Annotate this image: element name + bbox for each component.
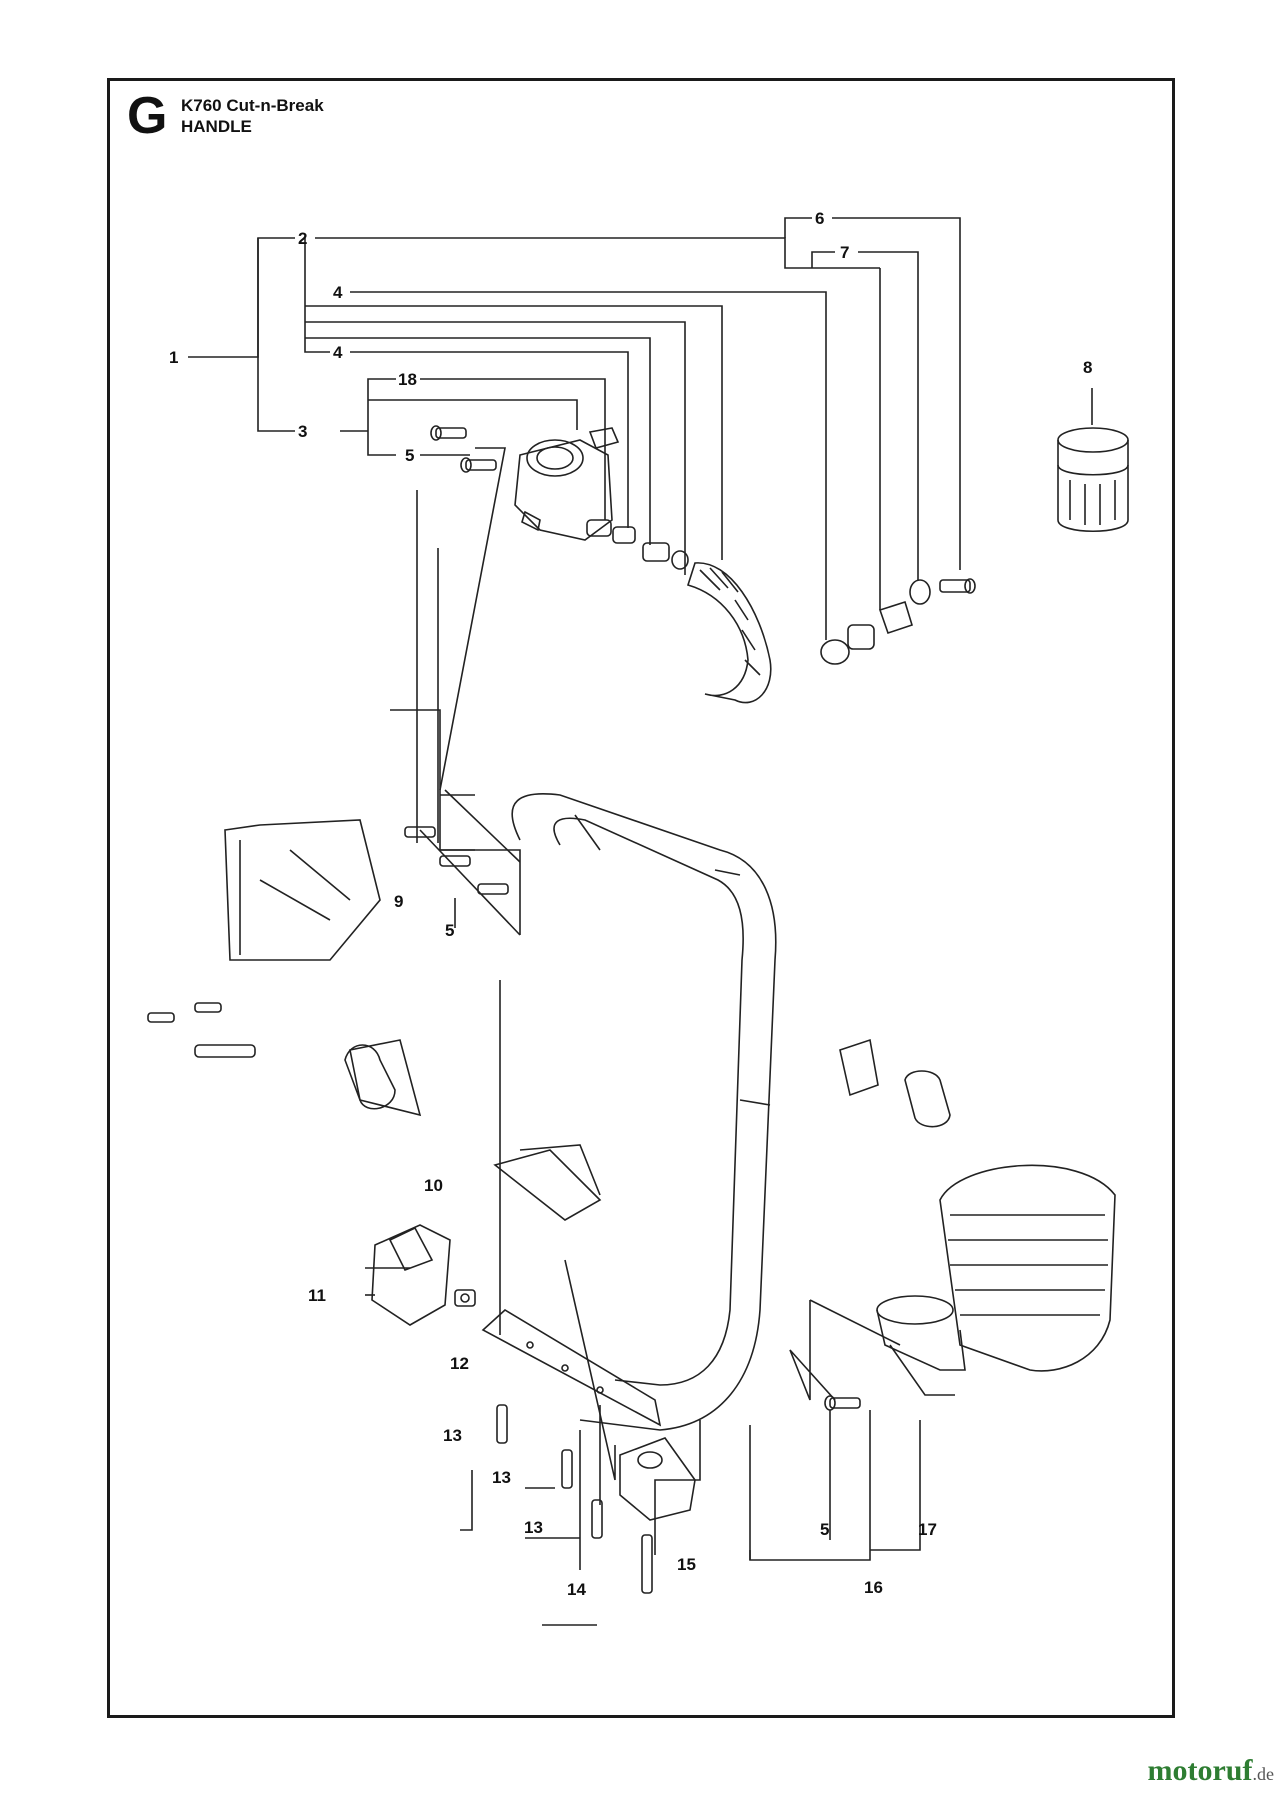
callout-4a: 4 [333,283,343,302]
anti-vibration-spring-right [839,1038,951,1128]
callout-10: 10 [424,1176,443,1195]
callout-11: 11 [308,1286,326,1305]
handle-support-10 [493,1144,602,1221]
watermark: motoruf.de [1148,1754,1274,1788]
callout-3: 3 [298,422,307,441]
vibration-damper-11 [371,1224,451,1326]
diagram-title: K760 Cut-n-Break HANDLE [181,95,324,137]
screw-pair-top [430,425,497,473]
callout-5a: 5 [405,446,414,465]
watermark-tld: .de [1252,1764,1275,1784]
front-handle-bar [511,793,777,1431]
callout-8: 8 [1083,358,1092,377]
callout-16: 16 [864,1578,883,1597]
throttle-handle-housing [514,427,620,541]
callout-17: 17 [918,1520,937,1539]
callout-5c: 5 [820,1520,829,1539]
cover-15 [619,1437,696,1521]
callout-14: 14 [567,1580,586,1599]
callout-2: 2 [298,229,307,248]
leader-lines-bottom [365,447,921,1626]
fuel-fittings [586,519,689,570]
callout-13c: 13 [524,1518,543,1537]
cylinder [939,1164,1116,1372]
callout-1: 1 [169,348,178,367]
anti-vibration-spring-left [344,1039,422,1117]
callout-5b: 5 [445,921,454,940]
callout-12: 12 [450,1354,469,1373]
callout-13b: 13 [492,1468,511,1487]
callout-18: 18 [398,370,417,389]
model-name: K760 Cut-n-Break [181,96,324,115]
callout-9: 9 [394,892,403,911]
watermark-brand: motoruf [1147,1754,1253,1787]
section-letter: G [127,87,168,145]
filler-cap [1057,427,1129,533]
hose-fittings-right [820,578,976,665]
screw-14 [641,1534,653,1594]
callout-labels: 1 2 3 4 4 5 6 7 8 18 9 5 10 11 12 13 13 … [169,209,1092,1599]
diagram-frame [107,78,1175,1718]
screws-9-5 [404,826,509,895]
washer-12 [454,1289,476,1307]
callout-15: 15 [677,1555,696,1574]
mounting-screws-left [147,1002,256,1058]
screws-13 [496,1404,603,1539]
callout-6: 6 [815,209,824,228]
handle-bracket [481,1309,662,1427]
callout-7: 7 [840,243,849,262]
assembly-name: HANDLE [181,117,252,136]
leader-lines-top [188,217,1093,640]
engine-frame-left [224,819,381,961]
callout-4b: 4 [333,343,343,362]
fuel-hose [686,562,772,704]
screw-5-bottom [824,1395,861,1411]
bracket-17 [876,1295,966,1396]
callout-13a: 13 [443,1426,462,1445]
